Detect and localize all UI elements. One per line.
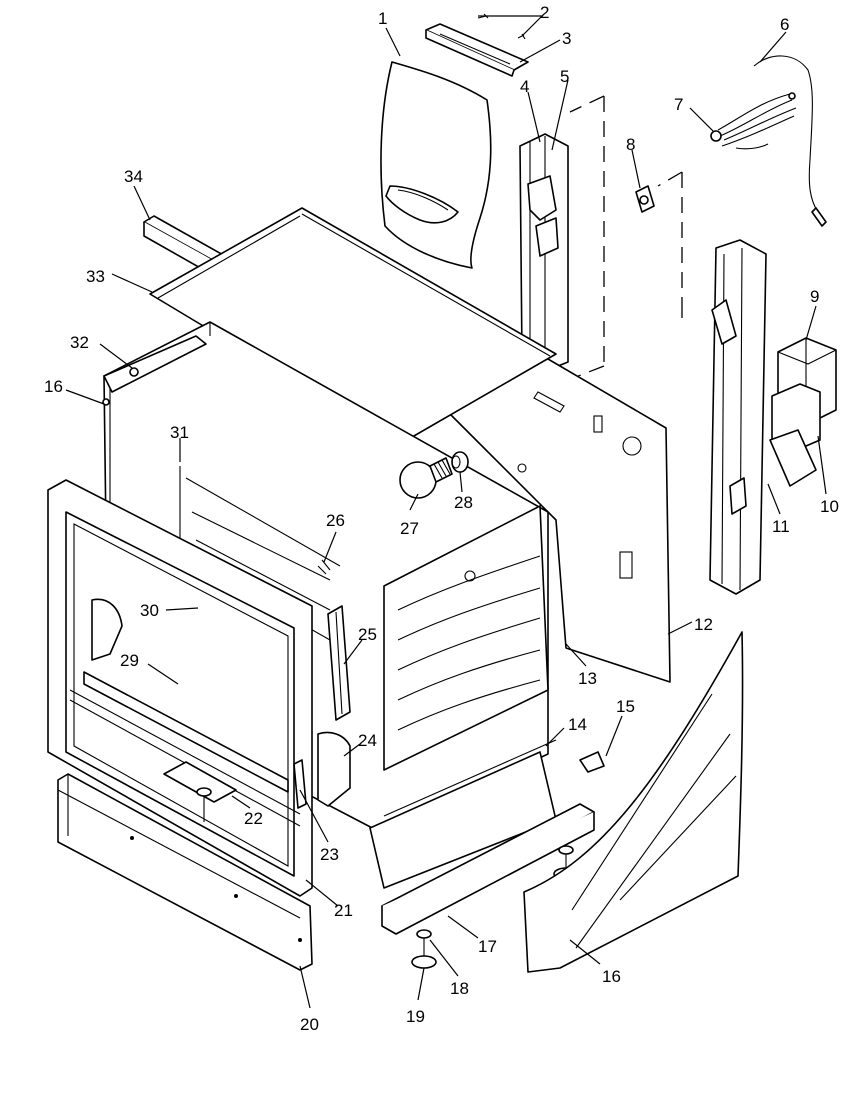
callout-15: 15 xyxy=(616,697,635,716)
callout-2: 2 xyxy=(540,3,549,22)
callout-6: 6 xyxy=(780,15,789,34)
callout-33: 33 xyxy=(86,267,105,286)
callout-34: 34 xyxy=(124,167,143,186)
callout-labels: 1 2 3 4 5 6 7 8 9 10 11 12 13 14 15 16 1… xyxy=(44,3,839,1034)
callout-30: 30 xyxy=(140,601,159,620)
part-20-21-kick-panel xyxy=(57,773,313,971)
part-15-clip xyxy=(579,751,605,773)
part-24-hinge-bracket xyxy=(317,731,351,807)
part-25-hinge-channel xyxy=(327,605,351,721)
callout-16-left: 16 xyxy=(44,377,63,396)
callout-29: 29 xyxy=(120,651,139,670)
callout-32: 32 xyxy=(70,333,89,352)
callout-5: 5 xyxy=(560,67,569,86)
part-29-bottom-rail xyxy=(83,671,289,793)
callout-31: 31 xyxy=(170,423,189,442)
callout-1: 1 xyxy=(378,9,387,28)
callout-11: 11 xyxy=(772,517,790,536)
part-8-dashed-outline xyxy=(657,171,683,318)
part-16-right-side-panel xyxy=(523,631,744,973)
callout-13: 13 xyxy=(578,669,597,688)
part-6-7-wire-harness xyxy=(710,55,827,227)
part-1-rear-shield xyxy=(380,61,492,269)
part-27-light-bulb xyxy=(399,457,453,499)
callout-22: 22 xyxy=(244,809,263,828)
callout-19: 19 xyxy=(406,1007,425,1026)
callout-24: 24 xyxy=(358,731,377,750)
part-28-socket xyxy=(451,451,469,473)
part-26-screw xyxy=(317,559,331,575)
callout-21: 21 xyxy=(334,901,353,920)
part-4-5-rear-channel xyxy=(519,133,569,371)
callout-16-right: 16 xyxy=(602,967,621,986)
callout-23: 23 xyxy=(320,845,339,864)
callout-10: 10 xyxy=(820,497,839,516)
callout-8: 8 xyxy=(626,135,635,154)
callout-14: 14 xyxy=(568,715,587,734)
part-11-bracket xyxy=(769,429,817,487)
part-5-dashed-outline xyxy=(567,95,605,381)
callout-27: 27 xyxy=(400,519,419,538)
part-3-vent-bracket xyxy=(425,23,529,77)
leader-lines xyxy=(65,15,827,1009)
callout-7: 7 xyxy=(674,95,683,114)
side-rail-bracket xyxy=(709,239,767,595)
callout-17: 17 xyxy=(478,937,497,956)
callout-25: 25 xyxy=(358,625,377,644)
callout-28: 28 xyxy=(454,493,473,512)
callout-18: 18 xyxy=(450,979,469,998)
callout-26: 26 xyxy=(326,511,345,530)
callout-12: 12 xyxy=(694,615,713,634)
part-8-bracket xyxy=(635,185,655,213)
part-13-rack-guide-panel xyxy=(383,505,549,771)
part-17-base-rail xyxy=(381,803,595,935)
part-22-leveling-leg xyxy=(163,761,237,822)
part-2-screws xyxy=(477,13,526,40)
callout-20: 20 xyxy=(300,1015,319,1034)
part-16-left-side-panel xyxy=(102,335,207,406)
callout-9: 9 xyxy=(810,287,819,306)
callout-3: 3 xyxy=(562,29,571,48)
callout-4: 4 xyxy=(520,77,529,96)
